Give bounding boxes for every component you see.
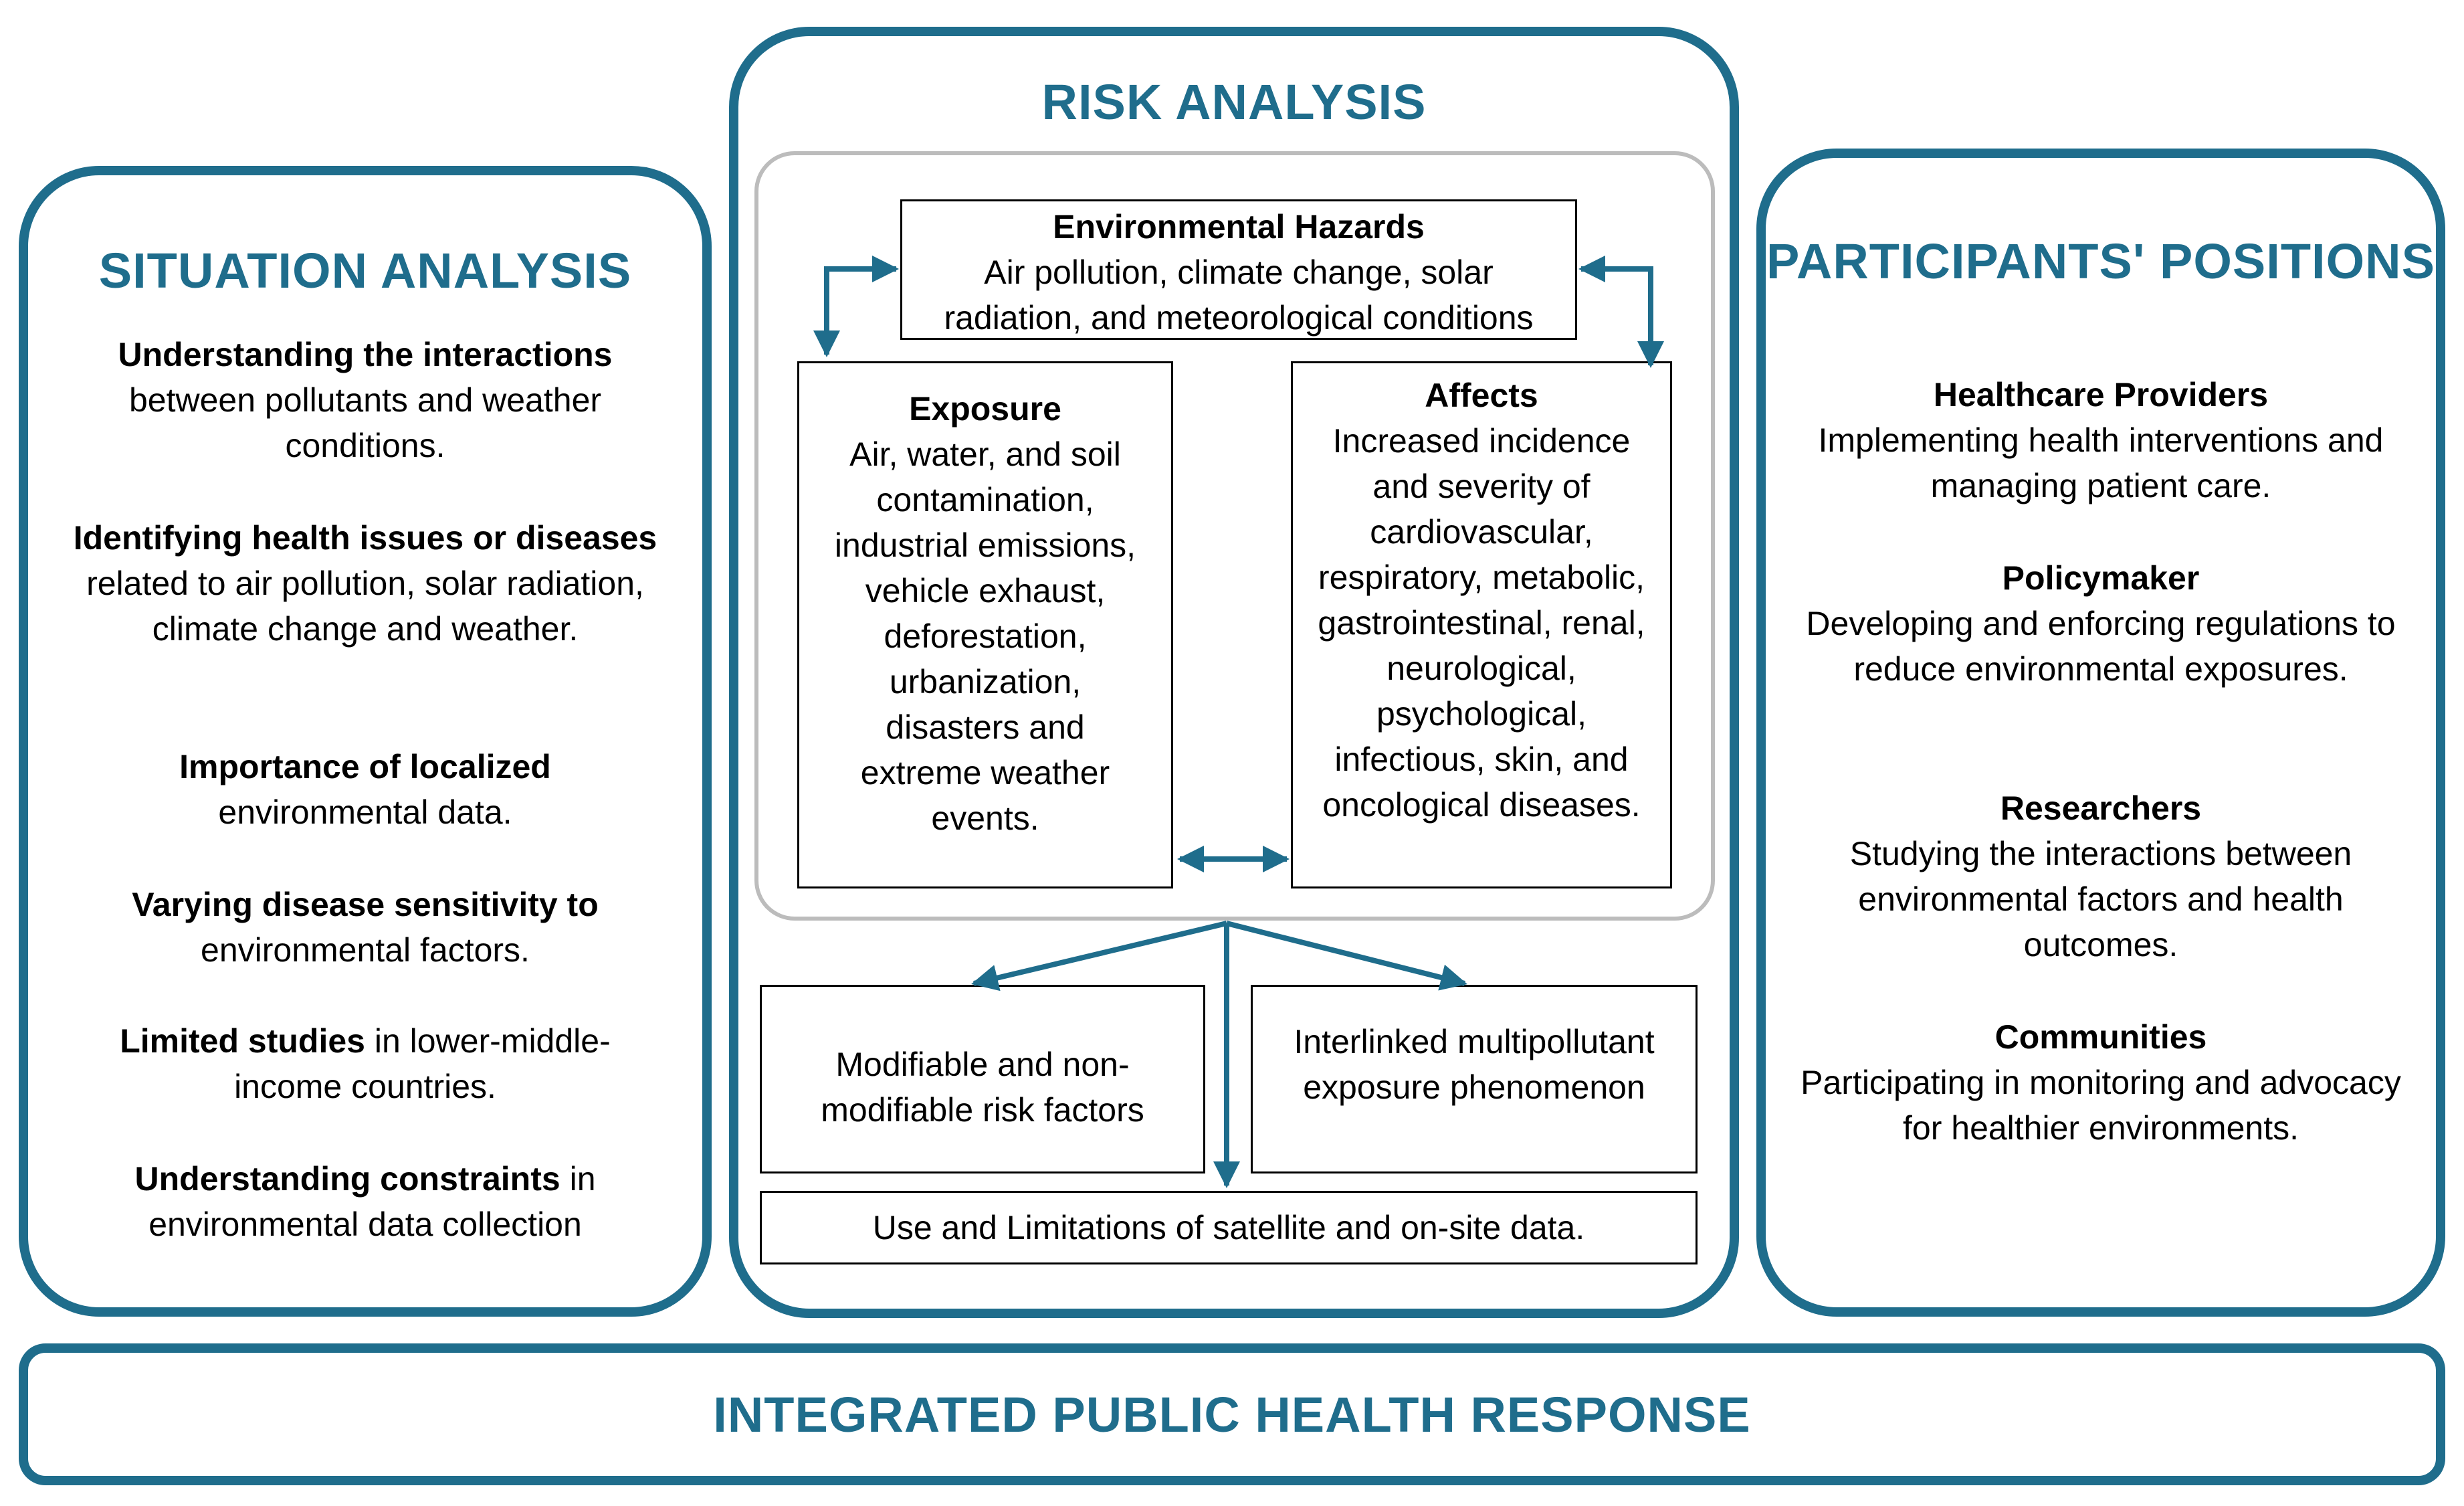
participant-healthcare: Healthcare Providers Implementing health… bbox=[1792, 372, 2409, 508]
situation-item-bold: Limited studies bbox=[120, 1022, 365, 1060]
participant-description: Studying the interactions between enviro… bbox=[1849, 835, 2352, 963]
situation-analysis-title: SITUATION ANALYSIS bbox=[98, 243, 632, 298]
to-multipollutant-arrow bbox=[1226, 921, 1467, 991]
situation-item-text: between pollutants and weather condition… bbox=[128, 381, 602, 464]
participants-panel: PARTICIPANTS' POSITIONS Healthcare Provi… bbox=[1756, 149, 2445, 1317]
situation-item-localized-data: Importance of localized environmental da… bbox=[55, 744, 676, 835]
risk-factors-text: Modifiable and non-modifiable risk facto… bbox=[821, 1046, 1144, 1129]
situation-item-health-issues: Identifying health issues or diseases re… bbox=[55, 515, 676, 652]
situation-item-text: environmental factors. bbox=[201, 931, 530, 969]
situation-item-sensitivity: Varying disease sensitivity to environme… bbox=[55, 882, 676, 973]
hazards-title: Environmental Hazards bbox=[1053, 208, 1425, 246]
hazards-exposure-arrow bbox=[813, 256, 899, 357]
situation-item-text: environmental data. bbox=[218, 793, 512, 831]
participant-role: Healthcare Providers bbox=[1933, 376, 2269, 413]
hazards-affects-arrow bbox=[1578, 256, 1664, 368]
risk-analysis-title: RISK ANALYSIS bbox=[1041, 74, 1427, 130]
data-use-text: Use and Limitations of satellite and on-… bbox=[872, 1209, 1585, 1246]
situation-item-bold: Understanding the interactions bbox=[118, 336, 613, 373]
situation-item-constraints: Understanding constraints in environment… bbox=[128, 1156, 602, 1247]
situation-item-text: in environmental data collection bbox=[148, 1160, 596, 1243]
situation-item-bold: Varying disease sensitivity to bbox=[132, 886, 599, 923]
participant-description: Participating in monitoring and advocacy… bbox=[1801, 1064, 2401, 1147]
multipollutant-text: Interlinked multipollutant exposure phen… bbox=[1294, 1023, 1655, 1106]
participant-policymaker: Policymaker Developing and enforcing reg… bbox=[1792, 555, 2409, 692]
multipollutant-box: Interlinked multipollutant exposure phen… bbox=[1251, 985, 1698, 1173]
exposure-title: Exposure bbox=[909, 390, 1061, 428]
exposure-box: Exposure Air, water, and soil contaminat… bbox=[797, 361, 1173, 888]
participants-title: PARTICIPANTS' POSITIONS bbox=[1766, 233, 2435, 289]
situation-item-interactions: Understanding the interactions between p… bbox=[55, 332, 676, 468]
participant-researchers: Researchers Studying the interactions be… bbox=[1792, 785, 2409, 967]
hazards-box: Environmental Hazards Air pollution, cli… bbox=[900, 199, 1577, 340]
integrated-response-banner: INTEGRATED PUBLIC HEALTH RESPONSE bbox=[19, 1343, 2445, 1485]
situation-item-bold: Identifying health issues or diseases bbox=[73, 519, 657, 557]
situation-analysis-panel: SITUATION ANALYSIS Understanding the int… bbox=[19, 166, 712, 1317]
participant-role: Communities bbox=[1994, 1018, 2207, 1056]
affects-body: Increased incidence and severity of card… bbox=[1318, 422, 1645, 824]
to-risk-factors-arrow bbox=[971, 921, 1227, 992]
situation-item-limited-studies: Limited studies in lower-middle-income c… bbox=[108, 1018, 622, 1109]
data-use-box: Use and Limitations of satellite and on-… bbox=[760, 1191, 1698, 1264]
affects-box: Affects Increased incidence and severity… bbox=[1291, 361, 1672, 888]
participant-role: Researchers bbox=[2000, 789, 2202, 827]
situation-item-bold: Importance of localized bbox=[179, 748, 551, 785]
situation-item-text: related to air pollution, solar radiatio… bbox=[86, 565, 644, 648]
exposure-body: Air, water, and soil contamination, indu… bbox=[834, 436, 1136, 837]
participant-description: Developing and enforcing regulations to … bbox=[1806, 605, 2396, 688]
situation-item-bold: Understanding constraints bbox=[134, 1160, 560, 1198]
affects-title: Affects bbox=[1425, 377, 1538, 414]
risk-factors-box: Modifiable and non-modifiable risk facto… bbox=[760, 985, 1205, 1173]
integrated-response-title: INTEGRATED PUBLIC HEALTH RESPONSE bbox=[713, 1387, 1751, 1442]
participant-role: Policymaker bbox=[2002, 559, 2200, 597]
situation-item-text: in lower-middle-income countries. bbox=[234, 1022, 611, 1105]
participant-communities: Communities Participating in monitoring … bbox=[1792, 1014, 2409, 1151]
hazards-body: Air pollution, climate change, solar rad… bbox=[944, 254, 1534, 337]
participant-description: Implementing health interventions and ma… bbox=[1818, 421, 2384, 504]
